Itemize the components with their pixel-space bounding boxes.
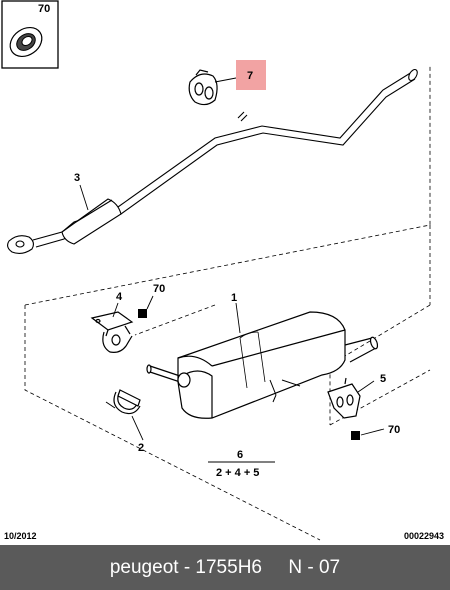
- footer-date: 10/2012: [4, 531, 37, 541]
- rubber-mount-7: [188, 69, 218, 106]
- part-7-highlight: [236, 60, 266, 90]
- kit-formula-label: 2 + 4 + 5: [216, 467, 259, 479]
- part-70-label-a: 70: [153, 283, 165, 295]
- kit-number-label: 6: [237, 449, 243, 461]
- inset-ref-label: 70: [38, 3, 50, 15]
- part-70-label-b: 70: [388, 424, 400, 436]
- part-5-label: 5: [380, 373, 386, 385]
- ref-70-marker-b: [351, 431, 360, 440]
- footer-doc-number: 00022943: [403, 531, 444, 541]
- ref-70-marker-a: [138, 309, 147, 318]
- bracket-4: [90, 311, 134, 353]
- caption-bar: peugeot - 1755H6 N - 07: [0, 545, 450, 590]
- front-pipe-assembly: [6, 68, 418, 255]
- part-2-label: 2: [138, 442, 144, 454]
- exhaust-diagram: 70 7 3 1 4 70 5 70 2 6 2 + 4 + 5: [1, 0, 431, 541]
- caption-text: peugeot - 1755H6 N - 07: [109, 556, 341, 578]
- part-7-label: 7: [247, 70, 253, 82]
- rear-silencer-1: [146, 311, 379, 419]
- rubber-mount-5: [327, 377, 361, 419]
- part-3-label: 3: [74, 172, 80, 184]
- inset-washer-box: [1, 0, 59, 69]
- part-1-label: 1: [231, 292, 237, 304]
- leader-lines: [79, 77, 385, 463]
- dashed-guide-lines: [24, 65, 431, 541]
- part-4-label: 4: [116, 291, 123, 303]
- clamp-2: [105, 389, 141, 415]
